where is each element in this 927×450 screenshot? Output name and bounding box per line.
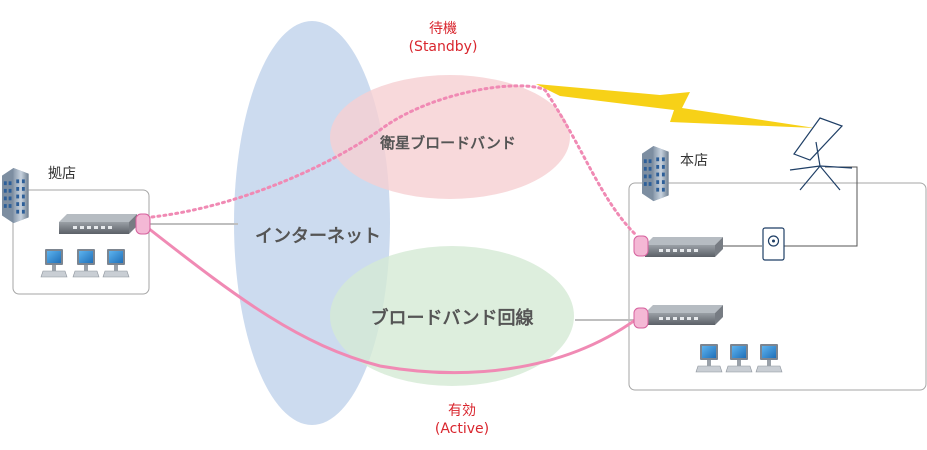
headquarters-label: 本店 — [680, 153, 708, 169]
lightning-icon — [536, 84, 815, 128]
hq-switch-top-icon — [645, 237, 723, 257]
branch-switch-icon — [59, 214, 137, 234]
branch-pc-icon — [102, 248, 130, 278]
hq-pc-icon — [695, 343, 723, 373]
branch-pc-icon — [72, 248, 100, 278]
standby-path — [150, 84, 639, 238]
standby-label-en: (Standby) — [409, 39, 478, 55]
modem-icon — [762, 227, 785, 261]
branch-office-box — [12, 189, 150, 295]
satellite-broadband-cloud — [330, 75, 570, 199]
branch-port-connector — [135, 213, 151, 235]
active-label-jp: 有効 — [448, 403, 476, 419]
standby-label-jp: 待機 — [429, 21, 457, 37]
hq-port-connector-bottom — [633, 307, 649, 329]
hq-pc-icon — [725, 343, 753, 373]
satellite-dish-icon — [789, 117, 853, 191]
broadband-line-cloud — [330, 246, 574, 386]
internet-label: インターネット — [255, 226, 381, 247]
active-path — [147, 226, 639, 375]
satellite-broadband-label: 衛星ブロードバンド — [379, 134, 516, 152]
hq-building-icon — [642, 146, 669, 202]
branch-label: 拠店 — [48, 166, 76, 182]
broadband-line-label: ブロードバンド回線 — [371, 307, 534, 329]
branch-building-icon — [2, 168, 29, 224]
headquarters-office-box — [628, 182, 927, 391]
active-label-en: (Active) — [435, 421, 489, 437]
hq-pc-icon — [755, 343, 783, 373]
hq-switch-bottom-icon — [645, 305, 723, 325]
branch-pc-icon — [40, 248, 68, 278]
hq-port-connector-top — [633, 235, 649, 257]
modem-dish-link — [784, 166, 858, 247]
